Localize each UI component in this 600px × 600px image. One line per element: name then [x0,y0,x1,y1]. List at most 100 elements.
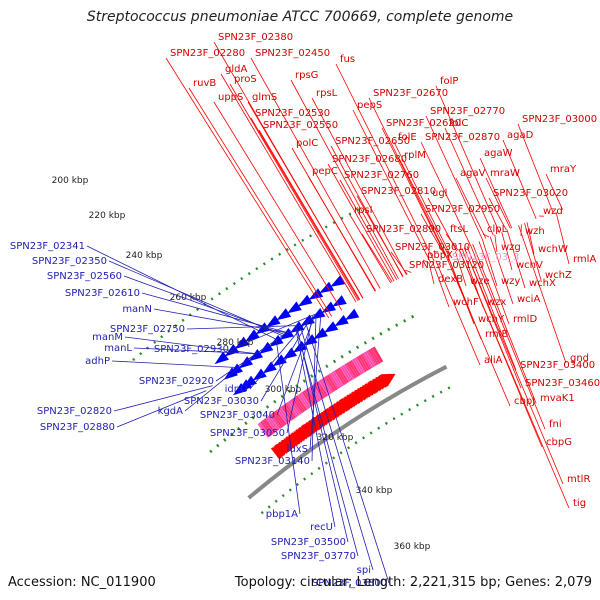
label-leader-line [307,175,377,292]
label-leader-line [361,233,393,283]
reverse-gene-arrow [238,356,254,369]
label-leader-line [381,127,447,257]
gene-label-reverse: manM [92,332,123,343]
gene-label-forward: wchY [478,314,505,325]
gene-label-forward: SPN23F_03_3 [452,252,519,263]
reverse-gene-arrow [266,315,281,328]
label-leader-line [479,157,513,229]
gene-arrows [214,275,396,460]
label-leader-line [435,260,481,366]
reverse-gene-arrow [262,361,277,374]
reverse-gene-arrow [330,275,345,287]
label-leader-line [295,326,359,557]
gene-label-reverse: SPN23F_03040 [200,410,275,421]
label-leader-line [482,239,498,287]
tick-label: 200 kbp [52,176,89,186]
dotted-ring [209,311,420,454]
gene-label-reverse: pbp1A [266,509,298,520]
gene-label-forward: SPN23F_02620 [386,118,461,129]
gene-label-forward: SPN23F_02530 [255,108,330,119]
gene-label-forward: SPN23F_02950 [425,204,500,215]
tick-label: 280 kbp [217,338,254,348]
label-leader-line [133,347,256,355]
gene-label-reverse: SPN23F_02820 [37,406,112,417]
label-leader-line [432,261,450,308]
label-leader-line [327,163,395,282]
gene-label-forward: SPN23F_02870 [425,132,500,143]
tick-label: 220 kbp [89,211,126,221]
reverse-gene-arrow [323,321,339,333]
tick-label: 260 kbp [170,293,207,303]
gene-label-forward: ftsL [450,224,468,235]
reverse-gene-arrow [276,308,292,321]
gene-label-forward: SPN23F_02890 [366,224,441,235]
gene-label-forward: wzd [543,206,563,217]
gene-label-forward: pepS [357,100,382,111]
gene-label-forward: agaV [460,168,486,179]
gene-label-reverse: SPN23F_03140 [235,456,310,467]
gene-label-reverse: SPN23F_02930 [154,344,229,355]
gene-label-forward: pbpX [427,250,453,261]
label-leader-line [116,390,207,428]
gene-label-forward: rmlB [485,329,508,340]
gene-label-forward: mraW [490,168,520,179]
label-leader-line [339,179,398,281]
label-leader-line [311,97,407,276]
label-leader-line [286,316,314,434]
gene-label-forward: rmlA [573,254,596,265]
label-leader-line [368,97,447,256]
gene-label-forward: agaW [484,148,513,159]
label-leader-line [502,139,537,220]
gene-label-forward: cbpJ [514,396,535,407]
reverse-gene-arrow [332,295,347,307]
gene-label-forward: SPN23F_02650 [335,136,410,147]
label-leader-line [555,211,570,265]
label-leader-line [352,109,432,264]
gene-label-forward: gldA [225,64,247,75]
reverse-gene-arrow [344,308,360,320]
label-leader-line [229,83,359,302]
label-leader-line [260,316,312,402]
label-leader-line [188,87,332,317]
reverse-gene-arrow [214,351,229,365]
gene-label-forward: SPN23F_02680 [332,154,407,165]
label-leader-line [517,123,554,214]
gene-label-forward: folE [398,132,417,143]
label-leader-line [494,234,498,253]
label-leader-line [165,57,330,319]
dotted-rings [132,205,457,515]
reverse-gene-arrow [313,327,328,340]
label-leader-line [455,251,467,287]
gene-label-forward: rplM [404,150,426,161]
label-leader-line [230,313,317,350]
label-leader-line [472,243,537,404]
gene-label-forward: folP [440,76,458,87]
gene-label-forward: SPN23F_02550 [263,120,338,131]
label-leader-line [445,233,459,251]
label-leader-line [485,177,511,229]
gene-label-forward: uppS [218,92,243,103]
gene-label-forward: wchV [516,260,543,271]
gene-label-forward: SPN23F_02760 [344,170,419,181]
label-leader-line [458,249,570,509]
gene-label-forward: wze [470,276,490,287]
reverse-gene-arrow [252,368,267,381]
gene-label-reverse: SPN23F_03030 [184,396,259,407]
tick-label: 240 kbp [126,251,163,261]
label-leader-line [295,326,336,528]
gene-label-forward: wzy [501,276,520,287]
reverse-gene-arrow [321,301,337,314]
gene-label-forward: mraY [550,164,577,175]
label-leader-line [489,236,514,305]
reverse-gene-arrow [297,294,313,307]
label-leader-line [304,320,390,584]
gene-label-forward: folC [449,118,468,129]
gene-label-reverse: SPN23F_02880 [40,422,115,433]
label-leader-line [455,177,487,239]
gene-label-forward: wzg [501,242,521,253]
gene-label-forward: SPN23F_02770 [430,106,505,117]
label-leader-line [258,129,361,300]
label-leader-line [399,159,449,255]
gene-label-forward: agaD [507,130,534,141]
